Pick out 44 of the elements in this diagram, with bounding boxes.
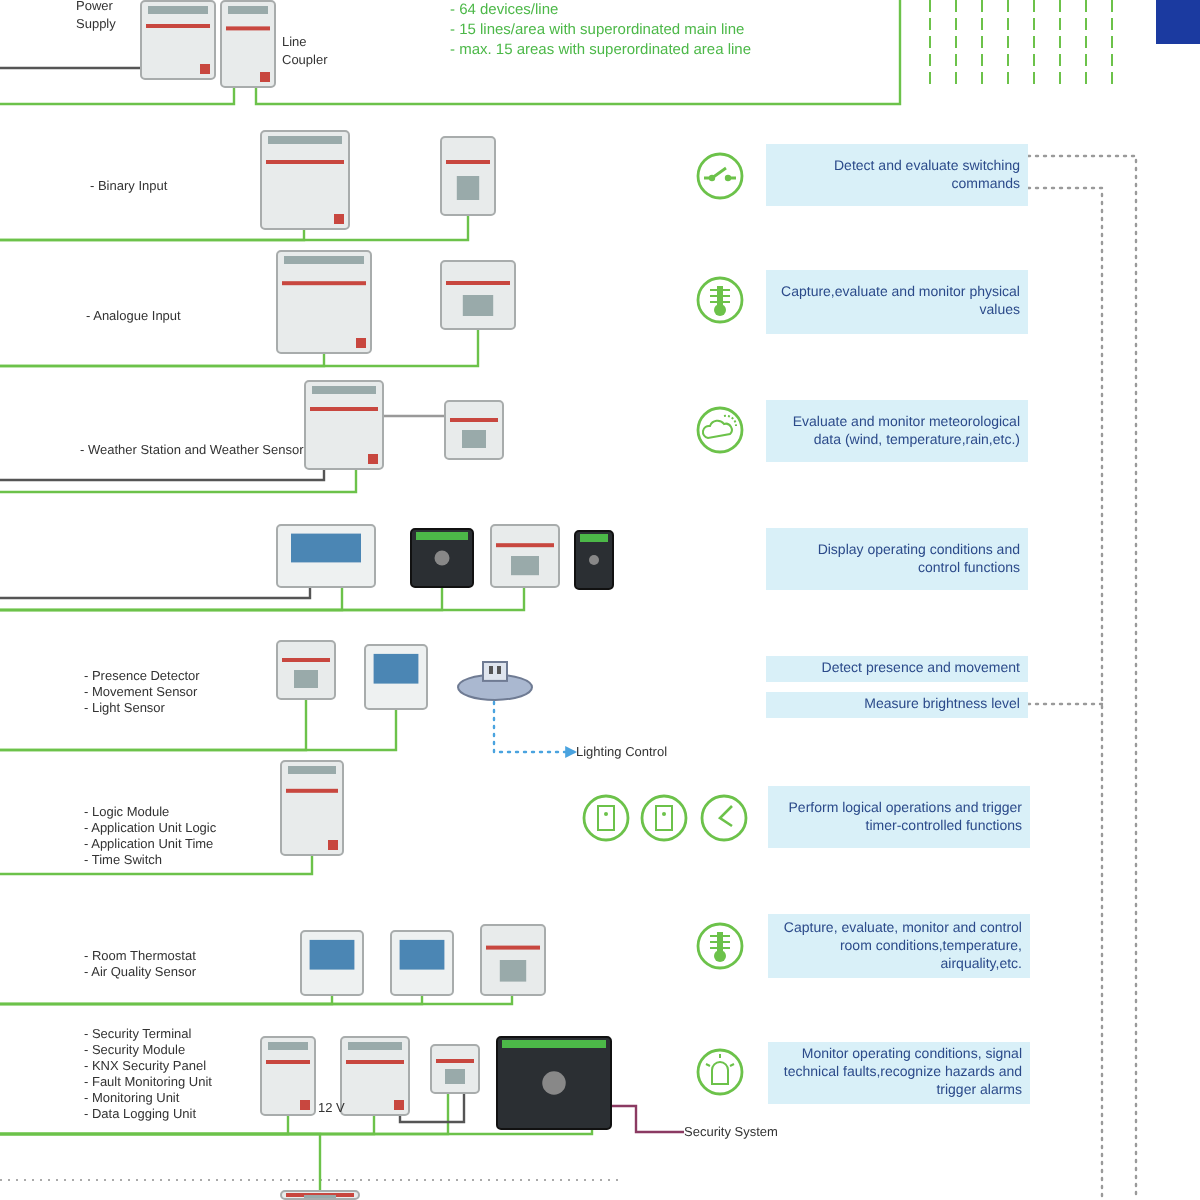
push-button-picture: [490, 524, 560, 588]
interface-picture: [440, 136, 496, 216]
presence-detector-picture: [276, 640, 336, 700]
cable-line: [0, 66, 140, 70]
bus-line: [0, 710, 398, 752]
control-panel-picture: [410, 528, 474, 588]
air-quality-sensor-picture: [480, 924, 546, 996]
bus-line: [0, 1132, 322, 1190]
cable-line: [0, 588, 312, 600]
security-panel-picture: [496, 1036, 612, 1130]
device-picture: [280, 1190, 360, 1200]
thermostat-picture: [300, 930, 364, 996]
thermostat-picture: [390, 930, 454, 996]
dotted-line: [1026, 186, 1104, 1200]
bus-line: [0, 330, 480, 368]
weather-sensor-picture: [444, 400, 504, 460]
cable-line: [398, 1094, 466, 1124]
cable-line: [612, 1104, 684, 1134]
binary-input-picture: [260, 130, 350, 230]
sensor-picture: [440, 260, 516, 330]
touch-panel-picture: [276, 524, 376, 588]
analogue-input-picture: [276, 250, 372, 354]
remote-control-picture: [574, 530, 614, 590]
bus-line: [0, 88, 236, 106]
cable-line: [0, 470, 326, 482]
dotted-line: [1026, 154, 1138, 1200]
monitoring-unit-picture: [430, 1044, 480, 1094]
arrow: [492, 700, 578, 758]
weather-station-picture: [304, 380, 384, 470]
ceiling-sensor-picture: [456, 660, 534, 702]
bus-line: [0, 588, 526, 612]
bus-line: [0, 856, 314, 876]
line-coupler-picture: [220, 0, 276, 88]
bus-line: [0, 216, 470, 242]
cable-line: [384, 414, 444, 418]
security-terminal-picture: [260, 1036, 316, 1116]
logic-module-picture: [280, 760, 344, 856]
bus-line: [0, 470, 358, 494]
power-supply-picture: [140, 0, 216, 80]
bus-line: [0, 996, 514, 1006]
bus-line: [254, 0, 902, 106]
dotted-line: [1026, 702, 1104, 706]
movement-sensor-picture: [364, 644, 428, 710]
security-module-picture: [340, 1036, 410, 1116]
